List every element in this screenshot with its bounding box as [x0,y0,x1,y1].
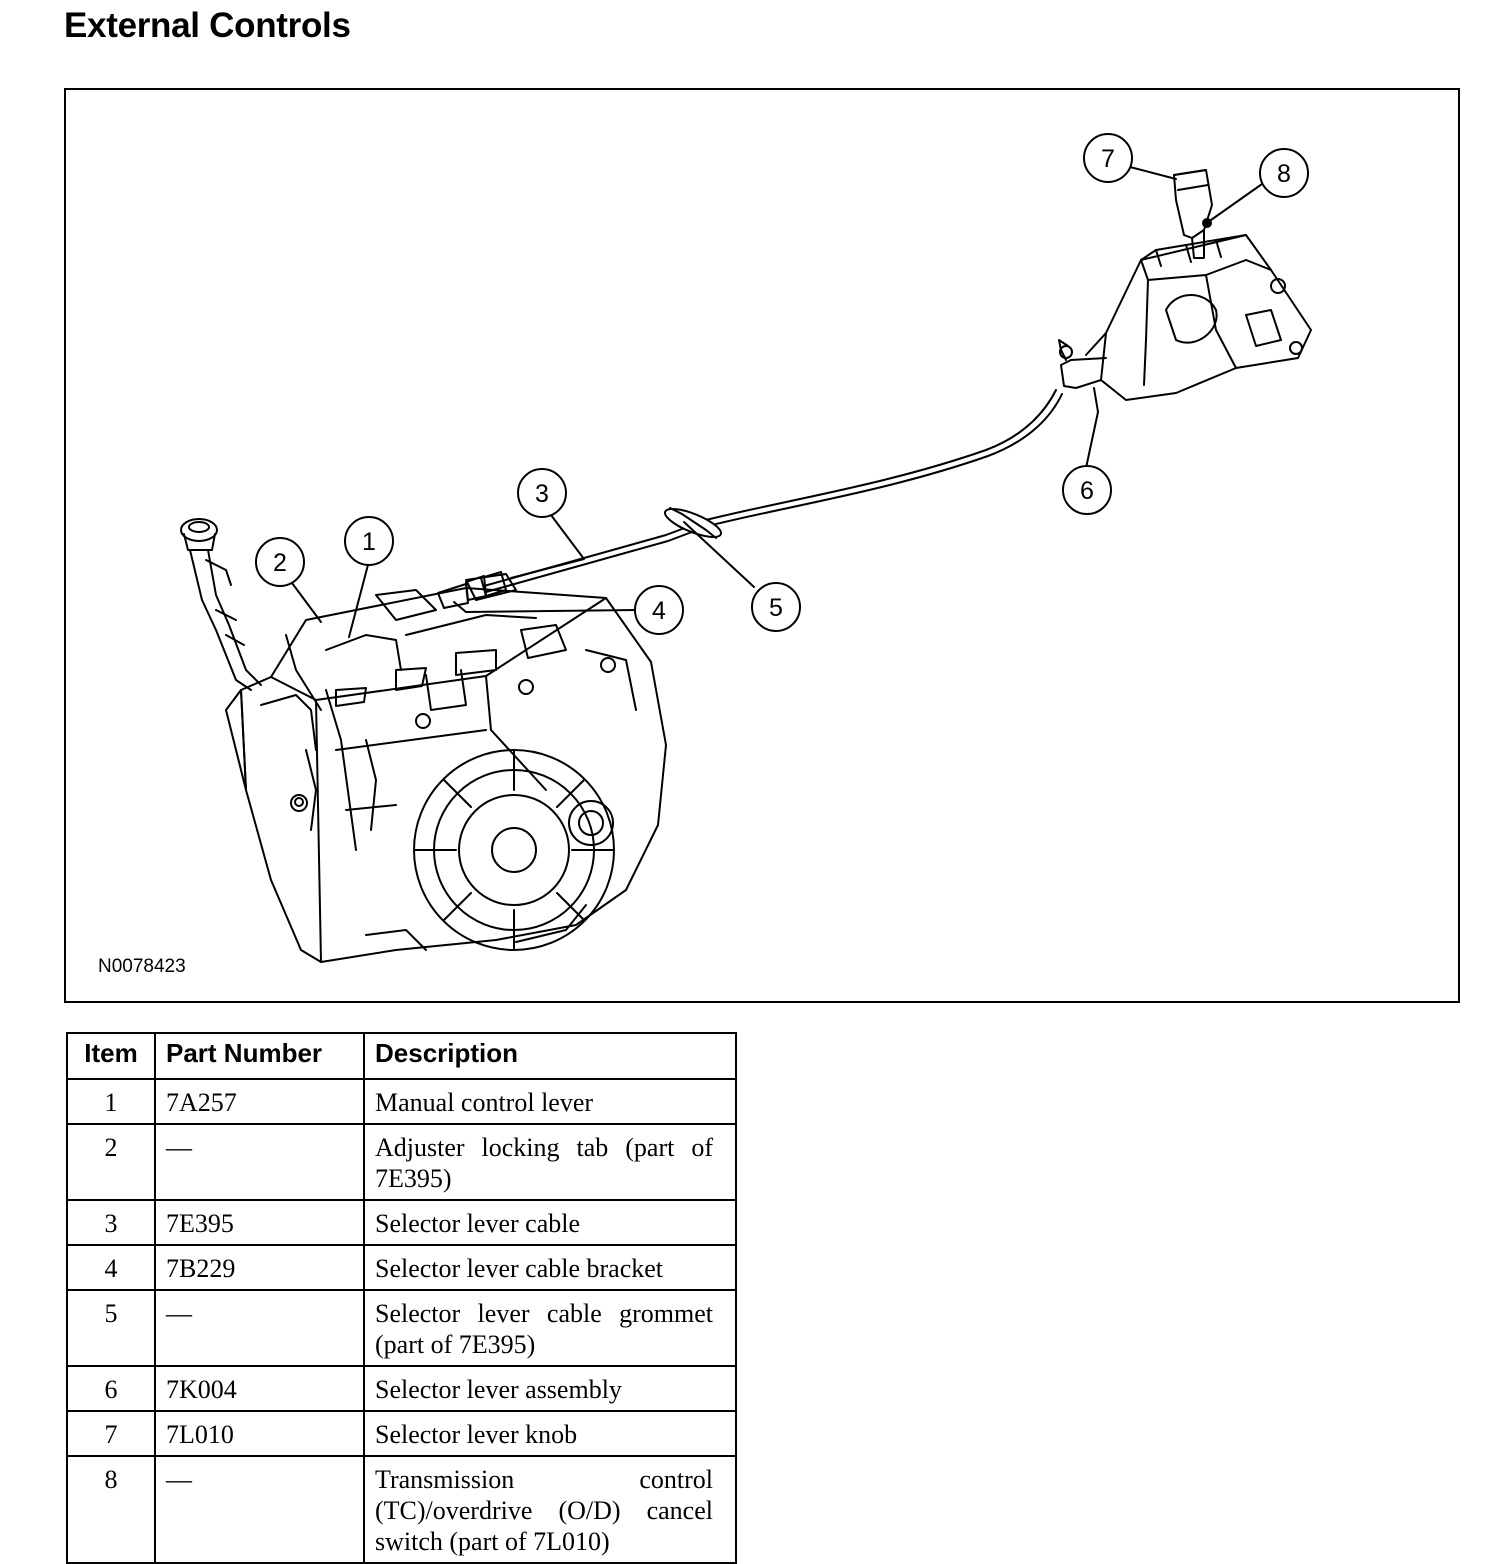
svg-text:8: 8 [1277,160,1291,188]
callout-7: 7 [1083,133,1133,183]
callout-4: 4 [634,585,684,635]
callout-5: 5 [751,582,801,632]
selector-assembly-illustration [1058,169,1312,401]
header-part-number: Part Number [154,1032,365,1080]
description-cell: Manual control lever [363,1078,737,1125]
table-row: 4 7B229 Selector lever cable bracket [66,1244,737,1291]
description-cell: Selector lever cable [363,1199,737,1246]
part-number-cell: 7E395 [154,1199,365,1246]
description-cell: Transmission control (TC)/overdrive (O/D… [363,1455,737,1564]
parts-table: Item Part Number Description 1 7A257 Man… [66,1032,737,1564]
diagram-drawing: 1 2 3 4 5 6 7 [180,133,1312,963]
transmission-illustration [225,573,667,963]
callout-3: 3 [517,468,567,518]
page-title: External Controls [64,6,351,45]
description-cell: Selector lever knob [363,1410,737,1457]
item-cell: 8 [66,1455,156,1564]
leader-lines [291,166,1263,638]
cable-illustration [437,389,1063,609]
part-number-cell: 7K004 [154,1365,365,1412]
figure-id: N0078423 [98,956,186,977]
description-cell: Selector lever assembly [363,1365,737,1412]
callout-1: 1 [344,516,394,566]
svg-text:7: 7 [1101,145,1115,173]
part-number-cell: — [154,1455,365,1564]
svg-text:3: 3 [535,480,549,508]
table-row: 7 7L010 Selector lever knob [66,1410,737,1457]
filler-tube-illustration [180,518,262,691]
part-number-cell: 7A257 [154,1078,365,1125]
svg-text:4: 4 [652,597,666,625]
item-cell: 4 [66,1244,156,1291]
item-cell: 7 [66,1410,156,1457]
svg-text:2: 2 [273,549,287,577]
table-row: 2 — Adjuster locking tab (part of 7E395) [66,1123,737,1201]
callout-2: 2 [255,537,305,587]
part-number-cell: — [154,1289,365,1367]
item-cell: 6 [66,1365,156,1412]
item-cell: 1 [66,1078,156,1125]
table-row: 1 7A257 Manual control lever [66,1078,737,1125]
svg-text:6: 6 [1080,477,1094,505]
table-header-row: Item Part Number Description [66,1032,737,1080]
item-cell: 5 [66,1289,156,1367]
callout-8: 8 [1259,148,1309,198]
svg-text:1: 1 [362,528,376,556]
callout-6: 6 [1062,465,1112,515]
table-row: 5 — Selector lever cable grommet (part o… [66,1289,737,1367]
table-row: 6 7K004 Selector lever assembly [66,1365,737,1412]
description-cell: Adjuster locking tab (part of 7E395) [363,1123,737,1201]
item-cell: 2 [66,1123,156,1201]
table-row: 3 7E395 Selector lever cable [66,1199,737,1246]
part-number-cell: — [154,1123,365,1201]
svg-text:5: 5 [769,594,783,622]
item-cell: 3 [66,1199,156,1246]
description-cell: Selector lever cable bracket [363,1244,737,1291]
part-number-cell: 7L010 [154,1410,365,1457]
callouts: 1 2 3 4 5 6 7 [255,133,1309,635]
part-number-cell: 7B229 [154,1244,365,1291]
diagram-figure: 1 2 3 4 5 6 7 [64,88,1460,1003]
header-item: Item [66,1032,156,1080]
description-cell: Selector lever cable grommet (part of 7E… [363,1289,737,1367]
header-description: Description [363,1032,737,1080]
table-row: 8 — Transmission control (TC)/overdrive … [66,1455,737,1564]
